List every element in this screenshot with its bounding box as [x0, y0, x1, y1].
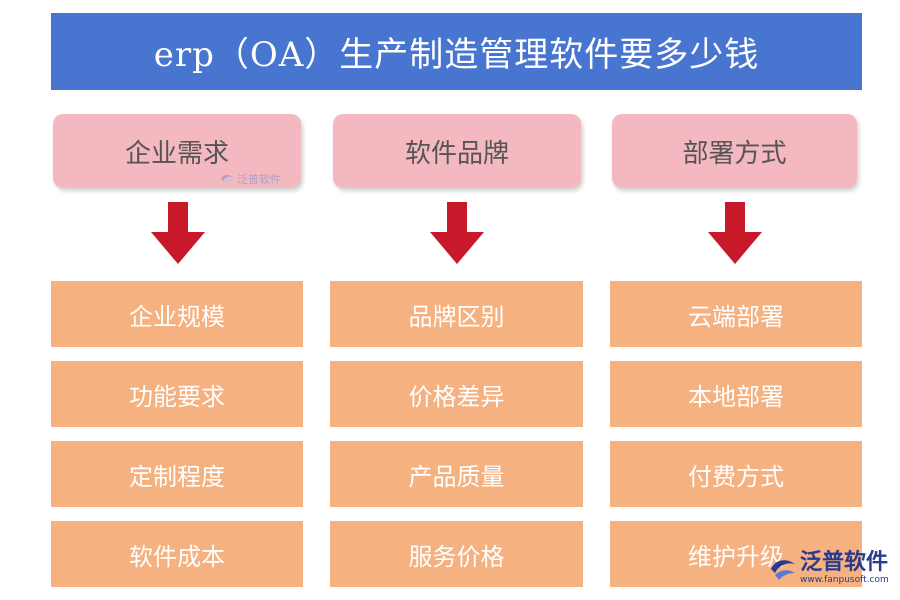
fanpu-logo-icon — [221, 174, 233, 184]
item-local-deployment: 本地部署 — [610, 361, 862, 427]
item-maintenance-upgrade: 维护升级 — [610, 521, 862, 587]
category-header-deployment-method: 部署方式 — [612, 114, 857, 188]
category-header-software-brand: 软件品牌 — [333, 114, 581, 188]
item-enterprise-scale: 企业规模 — [51, 281, 303, 347]
watermark-logo: 泛普软件 www.fanpusoft.com — [770, 552, 889, 585]
item-software-cost: 软件成本 — [51, 521, 303, 587]
down-arrow-icon — [430, 202, 484, 264]
page-title: erp（OA）生产制造管理软件要多少钱 — [153, 35, 760, 75]
watermark-small: 泛普软件 — [220, 171, 281, 187]
item-function-requirements: 功能要求 — [51, 361, 303, 427]
item-service-price: 服务价格 — [330, 521, 583, 587]
item-customization-degree: 定制程度 — [51, 441, 303, 507]
down-arrow-icon — [151, 202, 205, 264]
watermark-url: www.fanpusoft.com — [800, 575, 889, 585]
category-header-enterprise-needs: 企业需求 — [53, 114, 301, 188]
fanpu-logo-icon — [771, 559, 795, 580]
down-arrow-icon — [708, 202, 762, 264]
watermark-small-text: 泛普软件 — [237, 173, 281, 186]
watermark-name: 泛普软件 — [800, 550, 889, 575]
item-price-difference: 价格差异 — [330, 361, 583, 427]
item-payment-method: 付费方式 — [610, 441, 862, 507]
item-brand-difference: 品牌区别 — [330, 281, 583, 347]
title-banner: erp（OA）生产制造管理软件要多少钱 — [51, 13, 862, 90]
item-product-quality: 产品质量 — [330, 441, 583, 507]
item-cloud-deployment: 云端部署 — [610, 281, 862, 347]
